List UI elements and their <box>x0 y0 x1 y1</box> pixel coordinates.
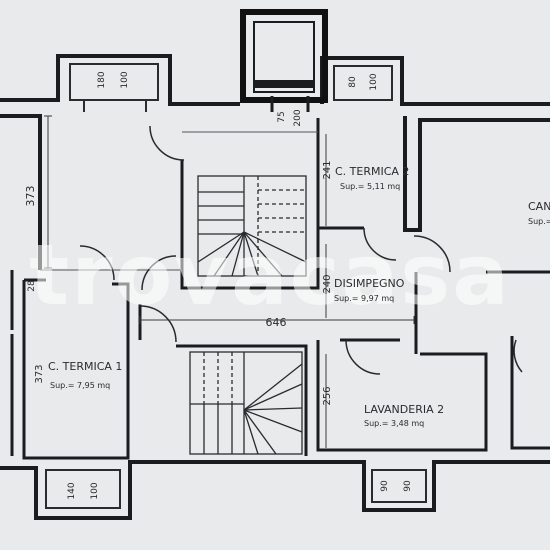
win-top-right-b: 100 <box>369 73 379 90</box>
win-bottom-right-b: 90 <box>403 480 413 492</box>
dim-373-ct1: 373 <box>34 364 45 383</box>
watermark: trovacasa <box>29 226 511 324</box>
window-bottom-left <box>45 469 121 509</box>
wall-ct1 <box>22 280 130 460</box>
wall-stair-lower <box>176 344 308 456</box>
win-bottom-right-a: 90 <box>380 480 390 492</box>
dim-646: 646 <box>266 316 287 329</box>
room-name-c-termica-1: C. TERMICA 1 <box>48 360 122 373</box>
elevator-cabin <box>253 21 315 93</box>
window-top-left <box>69 63 159 112</box>
door-arc-lav2 <box>345 339 381 375</box>
win-top-mid-a: 75 <box>277 111 287 122</box>
staircase-lower <box>189 351 303 455</box>
room-name-disimpegno: DISIMPEGNO <box>334 277 405 290</box>
room-name-cantina: CAN <box>528 200 550 213</box>
door-arc-mid <box>141 255 177 291</box>
win-top-left-a: 180 <box>97 71 107 88</box>
wall-bottom-right <box>312 460 550 512</box>
door-arc-right-lower <box>513 339 523 373</box>
elevator-door-bar <box>254 80 314 88</box>
door-arc-right <box>413 235 451 273</box>
win-top-mid-b: 200 <box>293 109 303 126</box>
dim-240: 240 <box>322 274 333 293</box>
win-bottom-left-b: 100 <box>90 482 100 499</box>
door-arc-ct1 <box>79 245 115 281</box>
room-area-disimpegno: Sup.= 9,97 mq <box>334 294 394 303</box>
dimension-lines <box>44 115 415 448</box>
room-area-lavanderia-2: Sup.= 3,48 mq <box>364 419 424 428</box>
interior-walls <box>10 116 550 460</box>
dim-241: 241 <box>322 160 333 179</box>
door-arc-top-left <box>149 125 185 161</box>
door-arc-646 <box>139 305 177 343</box>
dim-28: 28 <box>27 280 37 292</box>
wall-bottom <box>0 460 312 520</box>
dim-373-left: 373 <box>24 186 37 207</box>
room-area-cantina: Sup.= <box>528 217 550 226</box>
elevator-shaft <box>240 9 328 103</box>
wall-ct2 <box>316 118 364 230</box>
door-arc-ct2 <box>363 227 397 261</box>
wall-left <box>0 114 42 270</box>
wall-right-lower <box>510 336 550 450</box>
room-name-c-termica-2: C. TERMICA 2 <box>335 165 409 178</box>
dim-256: 256 <box>322 386 333 405</box>
win-top-left-b: 100 <box>120 71 130 88</box>
room-area-c-termica-2: Sup.= 5,11 mq <box>340 182 400 191</box>
room-name-lavanderia-2: LAVANDERIA 2 <box>364 403 444 416</box>
room-area-c-termica-1: Sup.= 7,95 mq <box>50 381 110 390</box>
window-top-right <box>333 65 393 101</box>
wall-top <box>0 54 240 106</box>
win-bottom-left-a: 140 <box>67 482 77 499</box>
window-bottom-right <box>371 469 427 503</box>
staircase-upper <box>197 175 307 277</box>
win-top-right-a: 80 <box>348 76 358 88</box>
wall-lav2 <box>316 340 488 452</box>
doors <box>79 125 523 375</box>
